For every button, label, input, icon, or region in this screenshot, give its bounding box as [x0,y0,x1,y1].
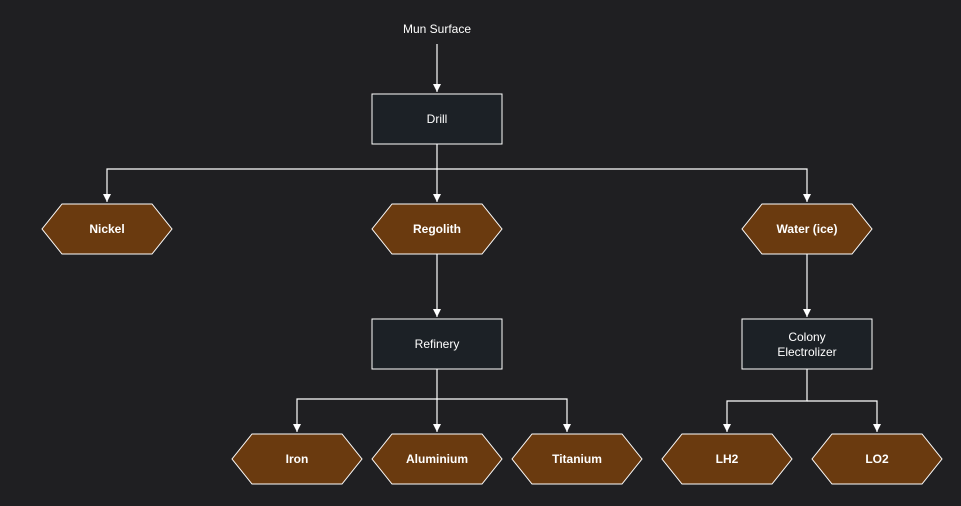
electrolizer-label-line1: Colony [788,330,825,344]
lh2-hexagon [661,433,793,485]
iron-node[interactable]: Iron [231,433,363,485]
regolith-label: Regolith [413,222,461,236]
aluminium-hexagon [371,433,503,485]
drill-box [371,93,503,145]
titanium-hexagon [511,433,643,485]
aluminium-node[interactable]: Aluminium [371,433,503,485]
edge-drill-water [437,168,811,202]
edge-refinery-titanium [437,398,571,432]
edge-electrolizer-lh2 [723,369,808,432]
edge-drill-nickel [103,144,438,202]
refinery-label: Refinery [415,337,460,351]
drill-label: Drill [427,112,448,126]
edge-refinery-iron [293,369,438,432]
electrolizer-node[interactable]: Colony Electrolizer [741,318,873,370]
aluminium-label: Aluminium [406,452,468,466]
lo2-label: LO2 [865,452,889,466]
water-label: Water (ice) [777,222,838,236]
drill-node[interactable]: Drill [371,93,503,145]
iron-label: Iron [286,452,309,466]
edge-electrolizer-lo2 [807,400,881,432]
iron-hexagon [231,433,363,485]
nickel-hexagon [41,203,173,255]
lh2-node[interactable]: LH2 [661,433,793,485]
regolith-node[interactable]: Regolith [371,203,503,255]
electrolizer-label-line2: Electrolizer [777,345,836,359]
water-hexagon [741,203,873,255]
nickel-label: Nickel [89,222,124,236]
titanium-node[interactable]: Titanium [511,433,643,485]
titanium-label: Titanium [552,452,602,466]
lo2-hexagon [811,433,943,485]
refinery-node[interactable]: Refinery [371,318,503,370]
water-node[interactable]: Water (ice) [741,203,873,255]
connectors [103,44,881,432]
electrolizer-box [741,318,873,370]
lh2-label: LH2 [716,452,739,466]
nickel-node[interactable]: Nickel [41,203,173,255]
lo2-node[interactable]: LO2 [811,433,943,485]
refinery-box [371,318,503,370]
regolith-hexagon [371,203,503,255]
source-label: Mun Surface [403,22,471,36]
